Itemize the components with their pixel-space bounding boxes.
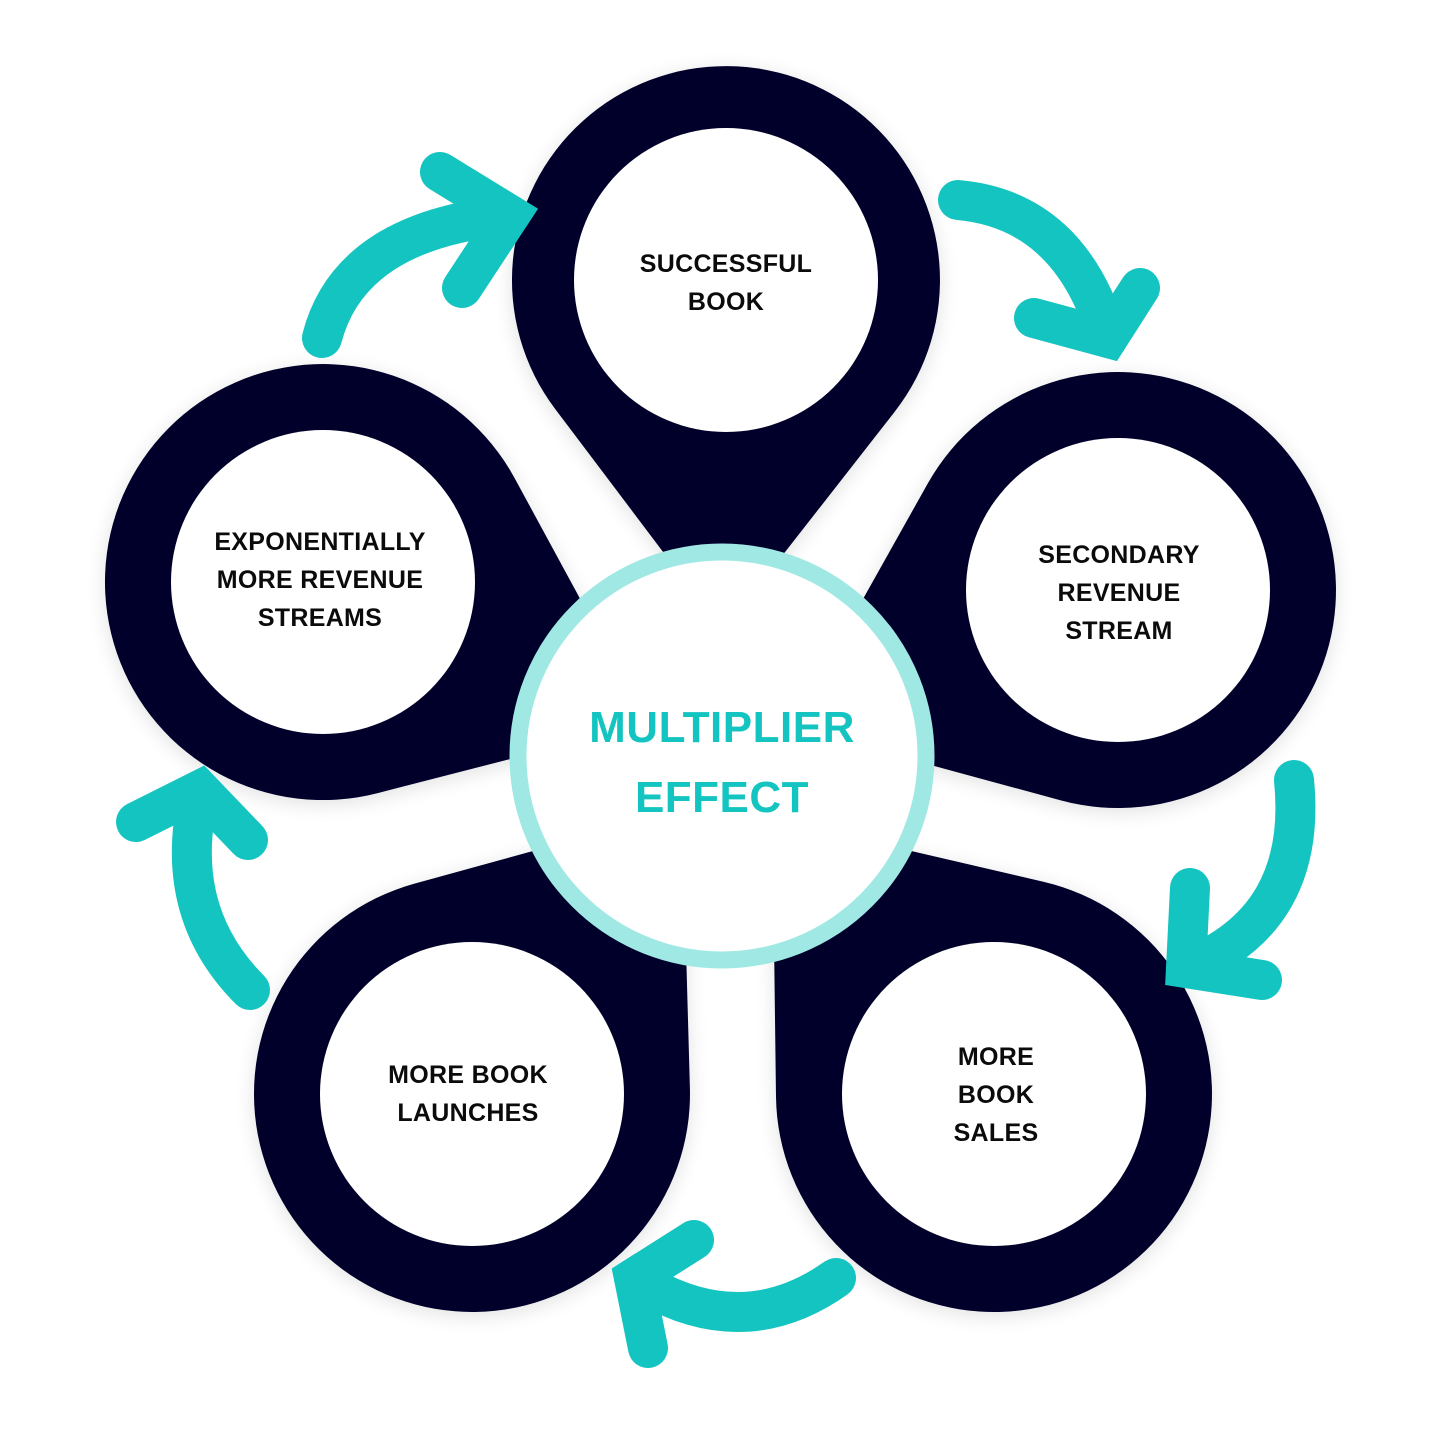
- arrowhead-icon: [116, 765, 268, 860]
- node-label-more-book-launches: MORE BOOK LAUNCHES: [388, 1061, 548, 1127]
- curved-arrow-icon: [614, 1258, 856, 1332]
- center-title: MULTIPLIER EFFECT: [589, 703, 855, 822]
- arrowhead-icon: [1014, 268, 1160, 362]
- center-circle: [509, 543, 935, 969]
- petal-inner-circle: [842, 942, 1146, 1246]
- curved-arrow-icon: [938, 180, 1128, 358]
- arrowhead-icon: [1165, 868, 1282, 1000]
- arrowhead-icon: [611, 1220, 714, 1368]
- petal-inner-circle: [320, 942, 624, 1246]
- petal-secondary-revenue-stream: [791, 372, 1336, 809]
- petal-inner-circle: [171, 430, 475, 734]
- arrow-successful-book-to-secondary-revenue: [938, 180, 1160, 362]
- arrow-secondary-revenue-to-book-sales: [1165, 760, 1316, 1000]
- arrow-book-launches-to-exponential-revenue: [116, 765, 270, 1010]
- node-label-exponentially-more-revenue-streams: EXPONENTIALLY MORE REVENUE STREAMS: [214, 528, 426, 632]
- arrows-group: [116, 152, 1316, 1368]
- node-label-secondary-revenue-stream: SECONDARY REVENUE STREAM: [1038, 541, 1200, 645]
- petal-inner-circle: [574, 128, 878, 432]
- node-label-more-book-sales: MORE BOOK SALES: [953, 1043, 1039, 1147]
- node-label-successful-book: SUCCESSFUL BOOK: [639, 250, 813, 316]
- petal-more-book-launches: [253, 810, 690, 1312]
- petals-group: [104, 66, 1336, 1313]
- arrow-exponential-revenue-to-successful-book: [302, 152, 539, 358]
- petal-more-book-sales: [772, 818, 1212, 1313]
- curved-arrow-icon: [171, 770, 270, 1010]
- petal-successful-book: [511, 66, 940, 632]
- arrowhead-icon: [420, 152, 539, 308]
- arrow-book-sales-to-book-launches: [611, 1220, 856, 1368]
- petal-exponentially-more-revenue-streams: [104, 364, 648, 801]
- curved-arrow-icon: [302, 195, 530, 358]
- petal-inner-circle: [966, 438, 1270, 742]
